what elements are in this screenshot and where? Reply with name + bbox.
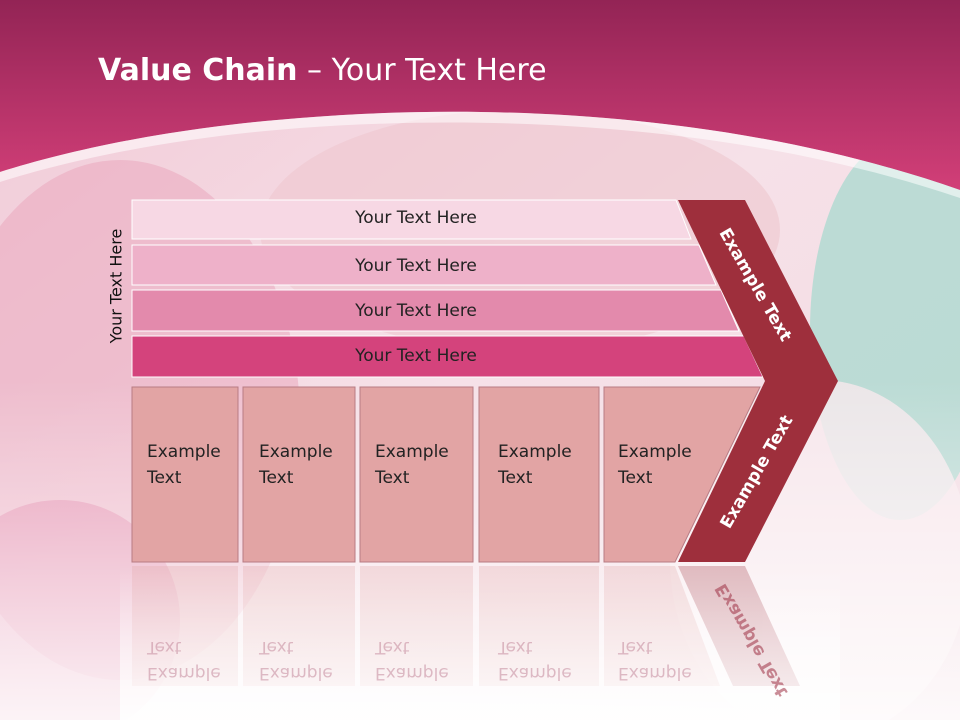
slide-title: Value Chain – Your Text Here	[98, 53, 547, 88]
bar-2	[131, 244, 717, 286]
box-5-line2: Text	[618, 468, 653, 488]
box-1	[131, 386, 239, 563]
box-3-line2: Text	[375, 468, 410, 488]
title-bold: Value Chain	[98, 53, 298, 88]
box-4-line1: Example	[498, 442, 572, 462]
side-label: Your Text Here	[106, 228, 126, 344]
box-5-line1: Example	[618, 442, 692, 462]
value-arrow	[678, 200, 838, 562]
title-rest: – Your Text Here	[297, 53, 547, 88]
box-2-line2: Text	[259, 468, 294, 488]
header-curve-highlight	[0, 111, 960, 198]
bar-3-label: Your Text Here	[355, 301, 477, 321]
header-band	[0, 0, 960, 190]
bar-1	[131, 199, 692, 240]
bar-2-label: Your Text Here	[355, 256, 477, 276]
bar-4	[131, 335, 764, 378]
box-2	[242, 386, 356, 563]
box-1-line2: Text	[147, 468, 182, 488]
box-3	[359, 386, 474, 563]
bar-4-label: Your Text Here	[355, 346, 477, 366]
box-4	[478, 386, 600, 563]
bar-1-label: Your Text Here	[355, 208, 477, 228]
reflection-fade	[120, 566, 840, 720]
box-2-line1: Example	[259, 442, 333, 462]
box-3-line1: Example	[375, 442, 449, 462]
box-4-line2: Text	[498, 468, 533, 488]
bar-3	[131, 289, 740, 332]
box-5	[603, 386, 761, 563]
box-1-line1: Example	[147, 442, 221, 462]
